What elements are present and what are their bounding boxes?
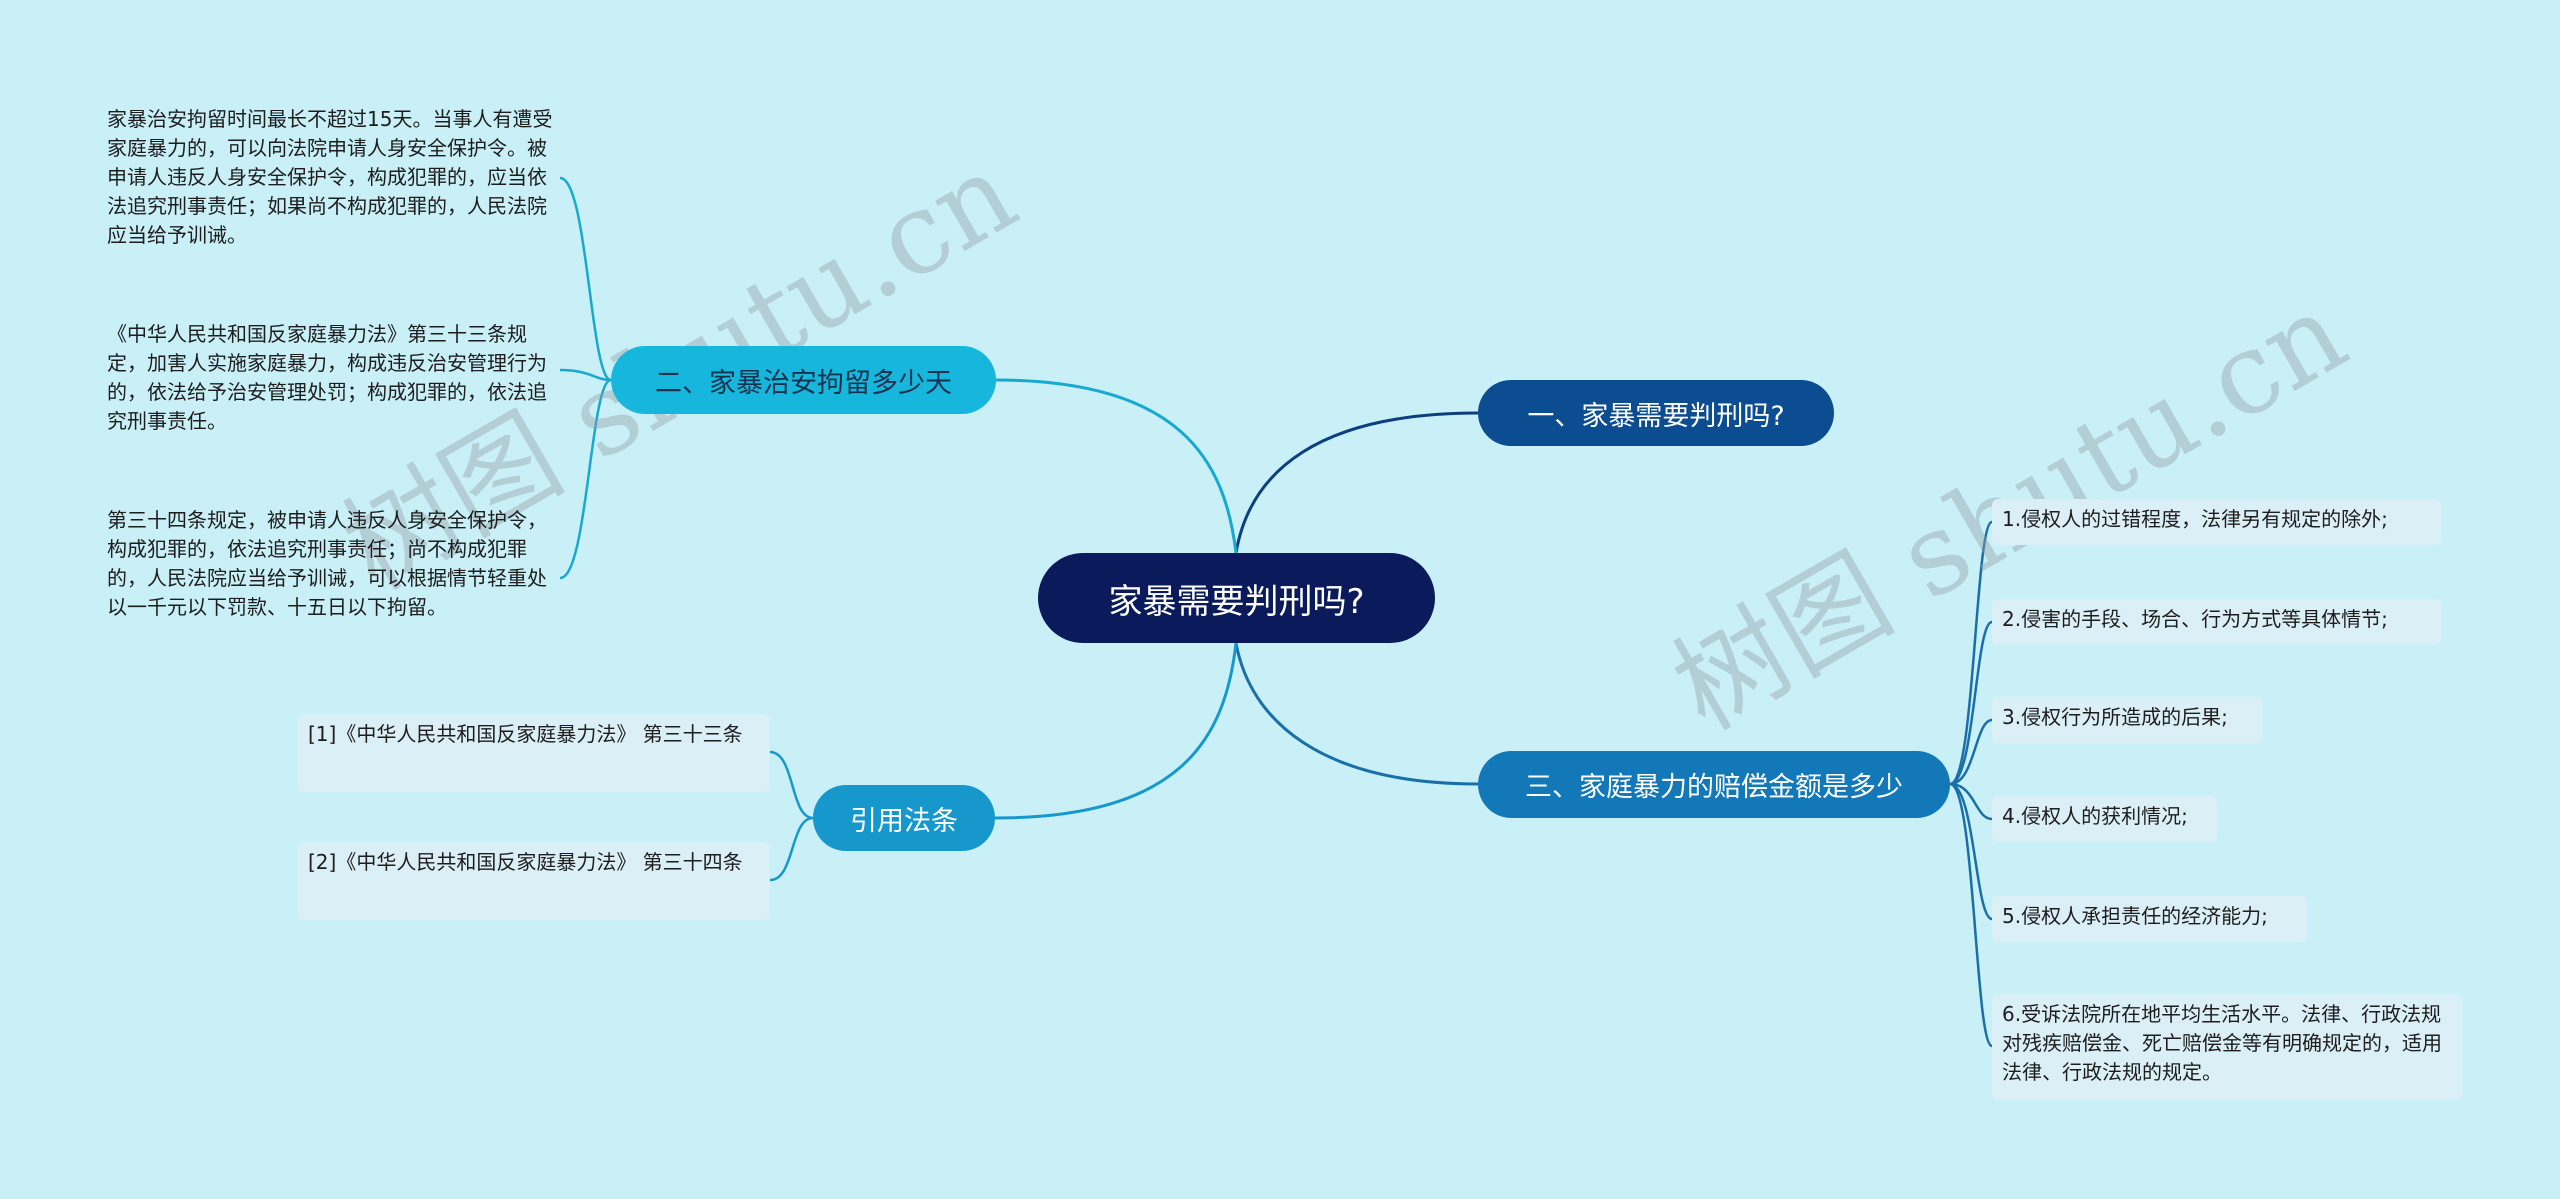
connector-b4-leaf2	[769, 816, 814, 882]
b3-leaf-5[interactable]: 5.侵权人承担责任的经济能力;	[1992, 896, 2307, 942]
connector-root-b1	[1234, 411, 1479, 554]
connector-b4-leaf1	[769, 750, 814, 820]
connector-root-b3	[1234, 642, 1479, 786]
b3-leaf-1[interactable]: 1.侵权人的过错程度，法律另有规定的除外;	[1992, 499, 2442, 545]
connector-b3-leaf4	[1949, 782, 1993, 821]
b2-leaf-1[interactable]: 家暴治安拘留时间最长不超过15天。当事人有遭受家庭暴力的，可以向法院申请人身安全…	[107, 107, 553, 247]
connector-root-b2	[995, 378, 1238, 554]
connector-b2-leaf1	[559, 176, 612, 382]
b2-leaf-2[interactable]: 《中华人民共和国反家庭暴力法》第三十三条规定，加害人实施家庭暴力，构成违反治安管…	[107, 322, 547, 433]
root-topic[interactable]: 家暴需要判刑吗?	[1038, 553, 1435, 643]
b2-leaf-3[interactable]: 第三十四条规定，被申请人违反人身安全保护令，构成犯罪的，依法追究刑事责任；尚不构…	[107, 508, 547, 619]
connector-b3-leaf1	[1949, 520, 1994, 786]
connector-b3-leaf3	[1949, 718, 1993, 786]
connector-b2-leaf3	[559, 378, 612, 580]
connector-b3-leaf5	[1949, 782, 1993, 921]
branch-1-topic[interactable]: 一、家暴需要判刑吗?	[1478, 380, 1834, 446]
b3-leaf-6[interactable]: 6.受诉法院所在地平均生活水平。法律、行政法规对残疾赔偿金、死亡赔偿金等有明确规…	[1992, 994, 2462, 1100]
b4-leaf-1[interactable]: [1]《中华人民共和国反家庭暴力法》 第三十三条	[298, 714, 770, 792]
b3-leaf-2[interactable]: 2.侵害的手段、场合、行为方式等具体情节;	[1992, 599, 2442, 645]
branch-2-topic[interactable]: 二、家暴治安拘留多少天	[611, 346, 996, 414]
connector-b2-leaf2	[559, 368, 612, 382]
branch-4-topic[interactable]: 引用法条	[813, 785, 995, 851]
connector-b3-leaf2	[1949, 620, 1993, 786]
connector-root-b4	[994, 642, 1238, 820]
connector-b3-leaf6	[1949, 782, 1994, 1048]
b3-leaf-3[interactable]: 3.侵权行为所造成的后果;	[1992, 697, 2262, 743]
branch-3-topic[interactable]: 三、家庭暴力的赔偿金额是多少	[1478, 751, 1950, 818]
b4-leaf-2[interactable]: [2]《中华人民共和国反家庭暴力法》 第三十四条	[298, 842, 770, 920]
b3-leaf-4[interactable]: 4.侵权人的获利情况;	[1992, 796, 2217, 842]
